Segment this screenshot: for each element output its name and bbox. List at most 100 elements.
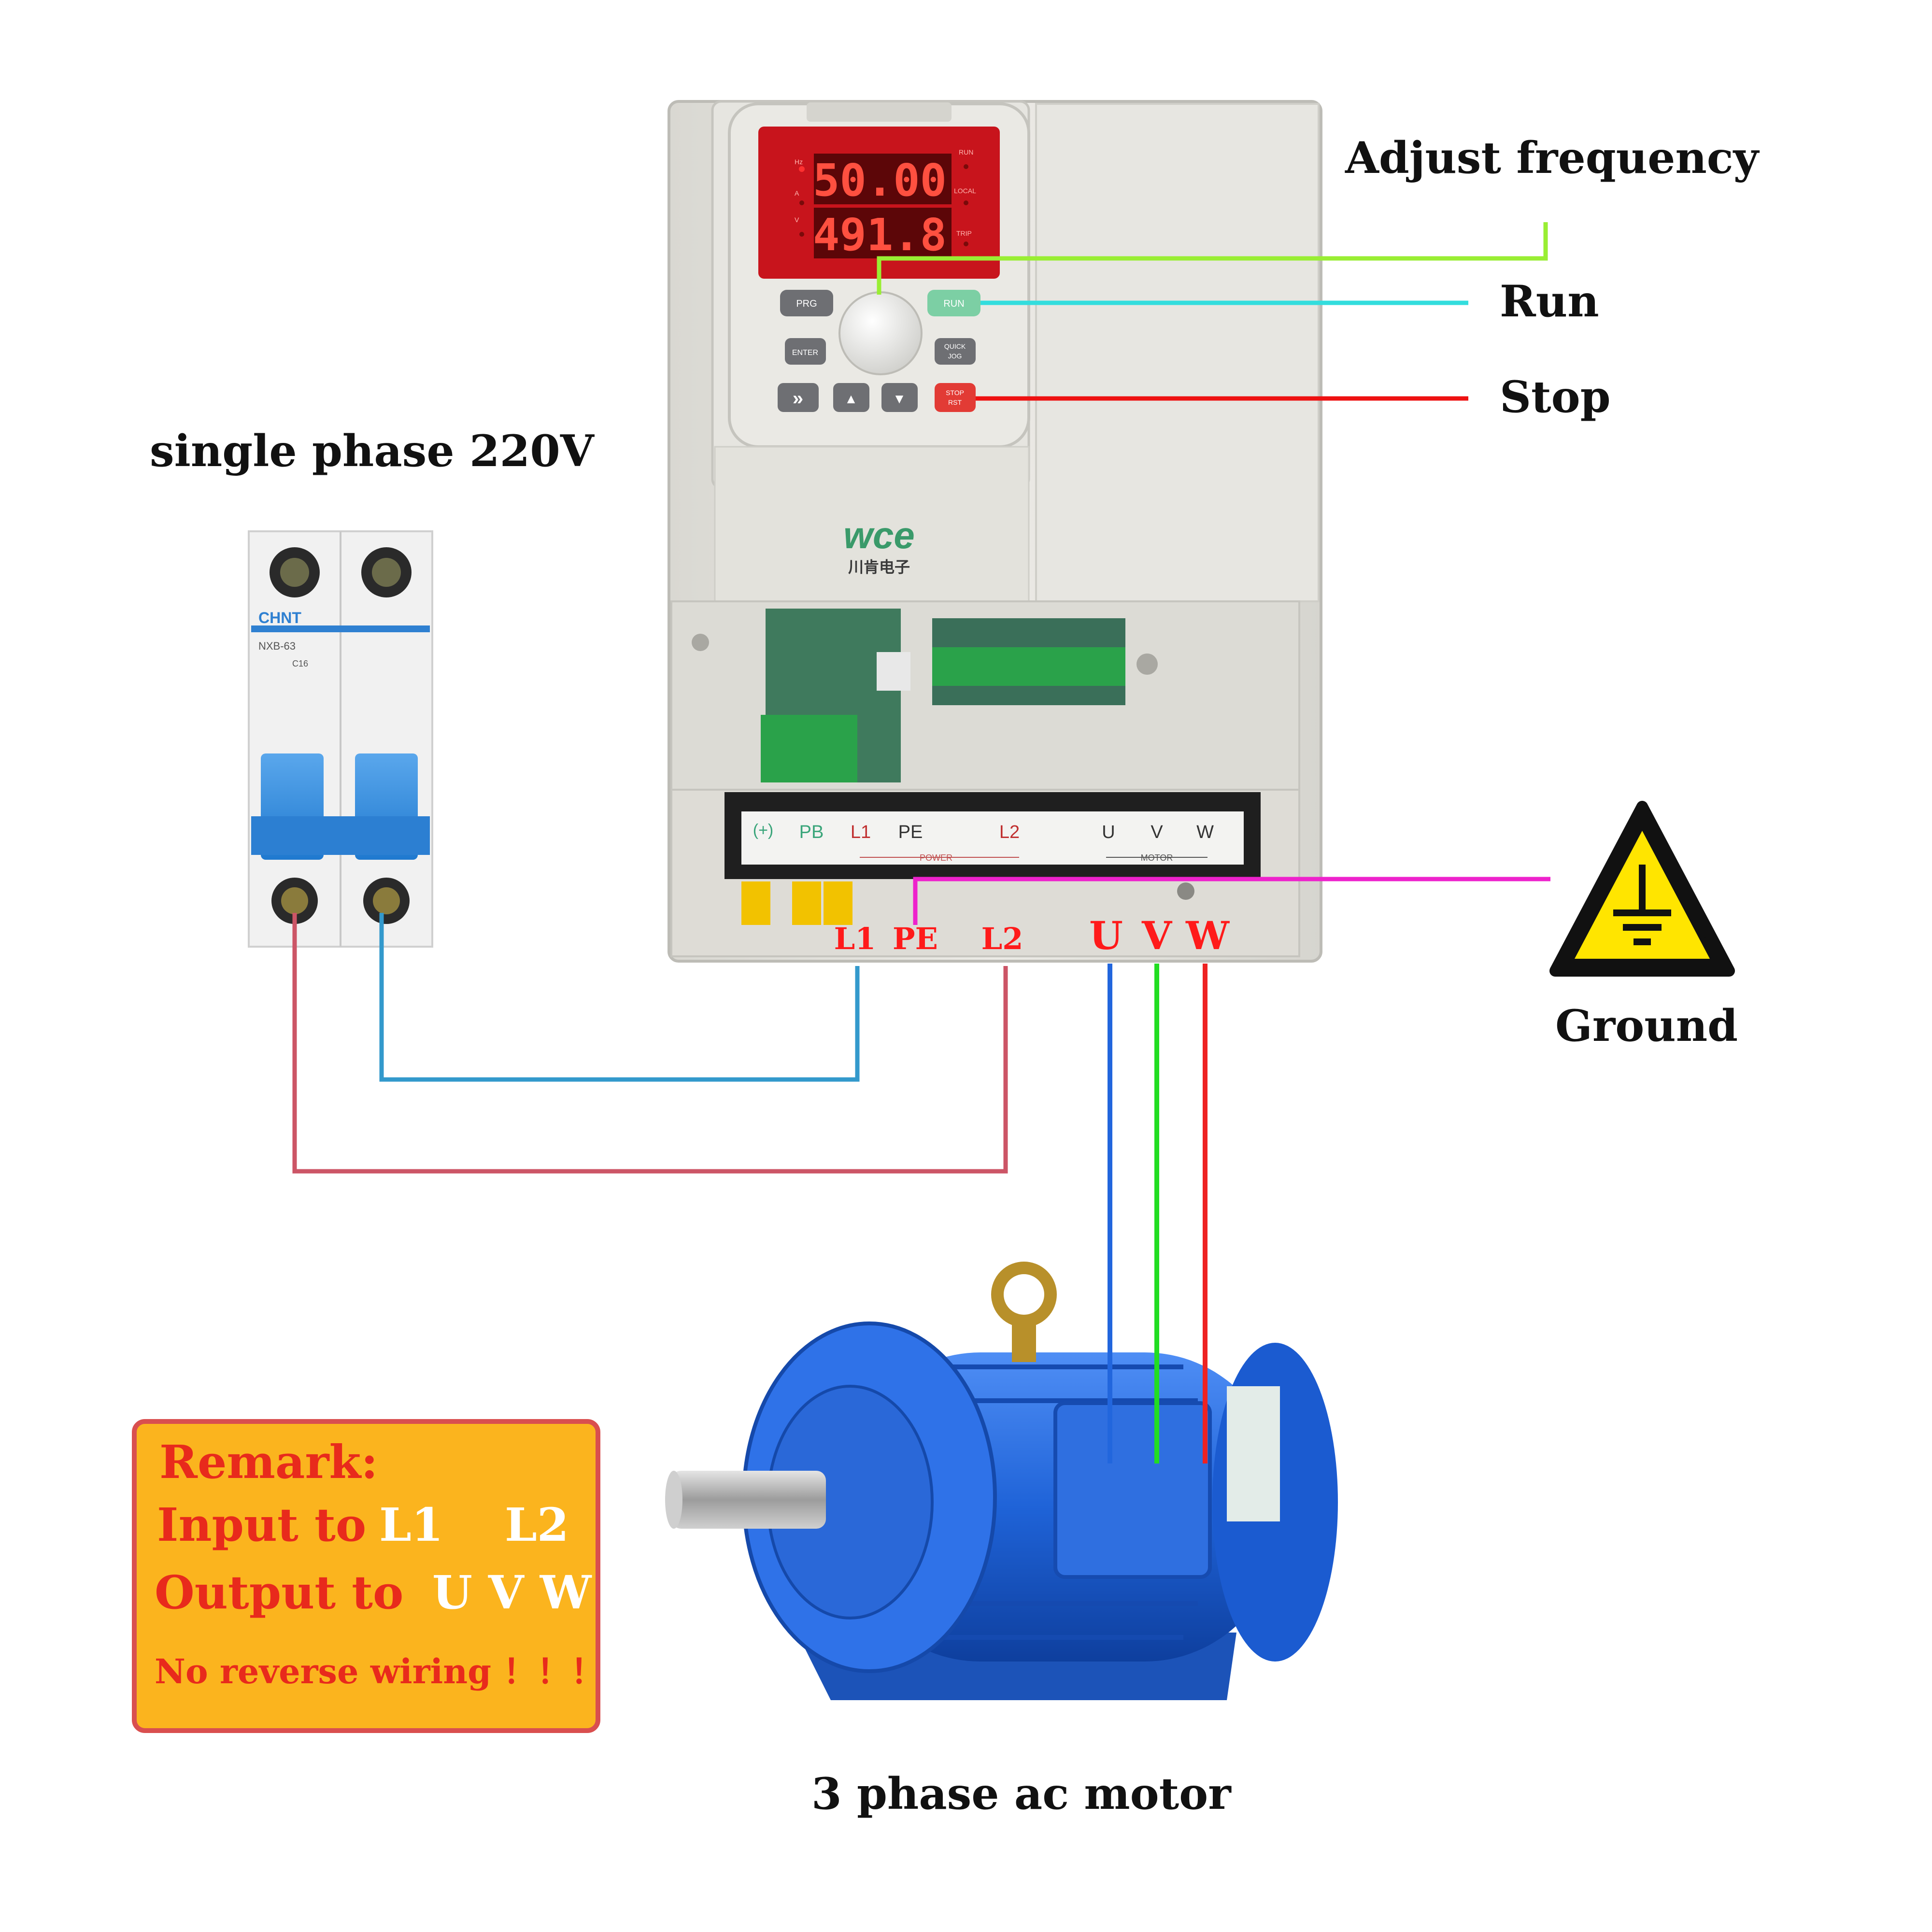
screw-icon bbox=[372, 558, 401, 587]
connector-socket bbox=[877, 652, 910, 691]
led-label-v: V bbox=[795, 216, 799, 224]
quick-label: QUICK bbox=[944, 342, 966, 350]
ac-motor-image bbox=[665, 1262, 1338, 1700]
stop-label: Stop bbox=[1500, 371, 1611, 423]
single-phase-label: single phase 220V bbox=[150, 426, 595, 477]
remark-input-l2: L2 bbox=[505, 1498, 569, 1552]
breaker-brand: CHNT bbox=[258, 609, 301, 626]
adjust-frequency-label: Adjust frequency bbox=[1345, 132, 1760, 184]
down-arrow-icon: ▼ bbox=[893, 391, 906, 406]
terminal-v-callout: V bbox=[1141, 913, 1173, 958]
remark-warning: No reverse wiring ！！！ bbox=[155, 1651, 604, 1691]
remark-background bbox=[132, 1419, 600, 1733]
breaker-rating: C16 bbox=[292, 659, 308, 668]
led-local bbox=[964, 200, 968, 205]
power-label: POWER bbox=[920, 853, 952, 863]
shaft-end bbox=[665, 1471, 682, 1529]
terminal-l1-label: L1 bbox=[851, 822, 871, 842]
brand-logo: wce bbox=[843, 514, 914, 556]
vfd-side-cover bbox=[1035, 103, 1320, 602]
screw-icon bbox=[692, 634, 709, 651]
motor-nameplate bbox=[1227, 1386, 1280, 1521]
stop-label: STOP bbox=[946, 389, 964, 397]
ground-screw-icon bbox=[1177, 882, 1194, 900]
terminal-u-callout: U bbox=[1089, 913, 1123, 958]
terminal-l2-callout: L2 bbox=[981, 921, 1023, 956]
led-trip bbox=[964, 242, 968, 246]
frequency-knob[interactable] bbox=[838, 291, 923, 375]
remark-output-prefix: Output to bbox=[155, 1566, 403, 1619]
remark-input-l1: L1 bbox=[379, 1498, 443, 1552]
led-label-trip: TRIP bbox=[956, 229, 972, 237]
frequency-callout-line bbox=[877, 222, 1548, 295]
warning-sticker bbox=[792, 881, 821, 925]
jog-label: JOG bbox=[948, 352, 962, 360]
breaker-blue-stripe bbox=[251, 625, 430, 632]
screw-icon bbox=[1136, 653, 1158, 675]
led-run bbox=[964, 164, 968, 169]
up-arrow-icon: ▲ bbox=[844, 391, 858, 406]
breaker-toggle-bar[interactable] bbox=[251, 816, 430, 855]
control-terminal-row bbox=[932, 647, 1125, 686]
display-bottom-bg bbox=[814, 208, 952, 258]
terminal-label-strip bbox=[741, 811, 1244, 865]
fast-forward-icon: » bbox=[793, 388, 803, 409]
ground-warning-icon bbox=[1549, 801, 1735, 977]
motor-label: 3 phase ac motor bbox=[811, 1768, 1232, 1819]
terminal-w-callout: W bbox=[1185, 913, 1230, 958]
led-label-run: RUN bbox=[959, 148, 973, 156]
enter-button[interactable]: ENTER bbox=[785, 338, 826, 365]
motor-terminal-box bbox=[1053, 1401, 1212, 1579]
prg-button-label: PRG bbox=[796, 298, 817, 309]
wiring bbox=[292, 222, 1550, 1463]
quick-jog-button[interactable]: QUICK JOG bbox=[935, 338, 976, 365]
ground-label: Ground bbox=[1555, 1000, 1738, 1051]
l2-wire bbox=[292, 913, 1008, 1174]
enter-button-label: ENTER bbox=[792, 349, 818, 357]
brand-subtitle: 川肯电子 bbox=[848, 558, 910, 576]
led-a bbox=[799, 200, 804, 205]
breaker-model: NXB-63 bbox=[258, 640, 296, 652]
screw-icon bbox=[373, 887, 400, 914]
analog-terminal-block bbox=[761, 715, 857, 782]
terminal-u-label: U bbox=[1102, 822, 1115, 842]
terminal-l1-callout: L1 bbox=[834, 921, 876, 956]
led-hz bbox=[799, 166, 805, 172]
display-frequency-readout: 50.00 bbox=[813, 155, 947, 206]
remark-output-uvw: U V W bbox=[432, 1566, 592, 1619]
terminal-pb-label: PB bbox=[799, 822, 824, 842]
down-button[interactable]: ▼ bbox=[881, 383, 918, 412]
vfd-inverter-image: 50.00 491.8 Hz A V RUN LOCAL TRIP PRG RU… bbox=[668, 100, 1322, 963]
screw-icon bbox=[280, 558, 309, 587]
led-v bbox=[799, 232, 804, 237]
stop-rst-button[interactable]: STOP RST bbox=[935, 383, 976, 412]
up-button[interactable]: ▲ bbox=[833, 383, 869, 412]
remark-box: Remark: Input to L1 L2 Output to U V W N… bbox=[132, 1419, 604, 1733]
rst-label: RST bbox=[948, 398, 962, 406]
circuit-breaker-image: CHNT NXB-63 C16 bbox=[248, 530, 433, 948]
terminal-v-label: V bbox=[1151, 822, 1163, 842]
terminal-plus-label: (+) bbox=[753, 821, 774, 839]
run-button[interactable]: RUN bbox=[927, 290, 980, 316]
l1-wire bbox=[379, 913, 860, 1082]
led-label-a: A bbox=[795, 189, 799, 197]
motor-shaft bbox=[671, 1471, 826, 1529]
fast-forward-button[interactable]: » bbox=[778, 383, 819, 412]
lifting-eye bbox=[991, 1262, 1057, 1327]
display-value-readout: 491.8 bbox=[813, 209, 947, 261]
keypad-top-tab bbox=[807, 102, 952, 122]
brand-plate bbox=[714, 446, 1030, 602]
prg-button[interactable]: PRG bbox=[780, 290, 833, 316]
terminal-pe-callout: PE bbox=[893, 921, 938, 956]
run-button-label: RUN bbox=[943, 298, 964, 309]
screw-icon bbox=[281, 887, 308, 914]
lifting-eye-stem bbox=[1012, 1319, 1036, 1362]
display-top-bg bbox=[814, 154, 952, 204]
led-label-hz: Hz bbox=[795, 158, 803, 166]
warning-sticker bbox=[741, 881, 770, 925]
warning-sticker bbox=[824, 881, 852, 925]
terminal-pe-label: PE bbox=[898, 822, 923, 842]
remark-title: Remark: bbox=[159, 1435, 378, 1489]
